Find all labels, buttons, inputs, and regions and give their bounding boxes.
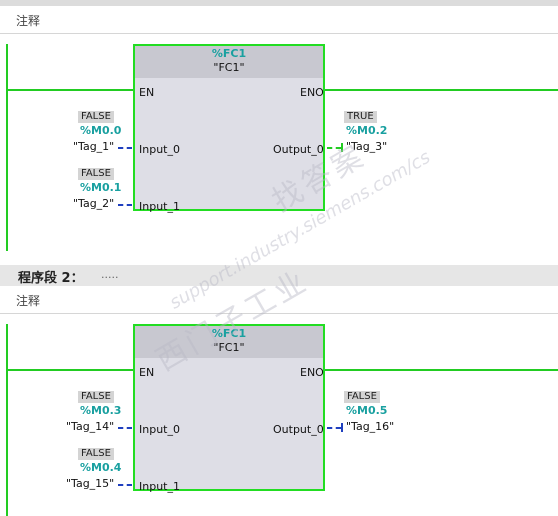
previous-section-header <box>0 0 558 6</box>
block-number: %FC1 <box>211 47 247 60</box>
pin-eno: ENO <box>300 366 324 379</box>
input-0-address: %M0.3 <box>80 404 122 417</box>
input-1-tag[interactable]: "Tag_2" <box>73 197 115 210</box>
output-0-tag[interactable]: "Tag_3" <box>346 140 388 153</box>
output-0-tag[interactable]: "Tag_16" <box>346 420 395 433</box>
output-0-wire <box>327 427 341 429</box>
network-2-header[interactable]: 程序段 2： ..... <box>0 265 558 286</box>
pin-eno: ENO <box>300 86 324 99</box>
power-rail <box>6 324 8 516</box>
input-0-status: FALSE <box>78 391 114 403</box>
fc1-block[interactable]: %FC1 "FC1" EN ENO Input_0 Output_0 Input… <box>133 44 325 213</box>
eno-wire <box>325 369 558 371</box>
pin-en: EN <box>139 86 155 99</box>
block-number: %FC1 <box>211 327 247 340</box>
block-header: %FC1 "FC1" <box>135 326 323 358</box>
pin-input-0: Input_0 <box>139 143 180 156</box>
block-header: %FC1 "FC1" <box>135 46 323 78</box>
pin-output-0: Output_0 <box>273 143 324 156</box>
block-name: "FC1" <box>213 61 245 74</box>
input-1-wire <box>118 484 132 486</box>
output-0-terminal <box>341 143 343 152</box>
input-0-tag[interactable]: "Tag_1" <box>73 140 115 153</box>
pin-input-0: Input_0 <box>139 423 180 436</box>
fc1-block[interactable]: %FC1 "FC1" EN ENO Input_0 Output_0 Input… <box>133 324 325 493</box>
power-rail <box>6 44 8 251</box>
input-1-address: %M0.4 <box>80 461 122 474</box>
input-1-status: FALSE <box>78 168 114 180</box>
input-0-address: %M0.0 <box>80 124 122 137</box>
input-0-status: FALSE <box>78 111 114 123</box>
network-1-comment[interactable]: 注释 <box>16 14 41 28</box>
input-1-wire <box>118 204 132 206</box>
output-0-status: FALSE <box>344 391 380 403</box>
output-0-address: %M0.5 <box>346 404 388 417</box>
output-0-address: %M0.2 <box>346 124 388 137</box>
pin-en: EN <box>139 366 155 379</box>
output-0-status: TRUE <box>344 111 377 123</box>
pin-input-1: Input_1 <box>139 480 180 493</box>
network-2-comment[interactable]: 注释 <box>16 294 41 308</box>
pin-output-0: Output_0 <box>273 423 324 436</box>
output-0-wire <box>327 147 341 149</box>
input-0-wire <box>118 147 132 149</box>
input-1-tag[interactable]: "Tag_15" <box>66 477 115 490</box>
input-1-address: %M0.1 <box>80 181 122 194</box>
input-0-tag[interactable]: "Tag_14" <box>66 420 115 433</box>
eno-wire <box>325 89 558 91</box>
output-0-terminal <box>341 423 343 432</box>
en-wire <box>8 369 134 371</box>
network-2-title-placeholder: ..... <box>101 268 119 281</box>
pin-input-1: Input_1 <box>139 200 180 213</box>
en-wire <box>8 89 134 91</box>
comment-divider <box>0 313 558 314</box>
comment-divider <box>0 33 558 34</box>
input-0-wire <box>118 427 132 429</box>
input-1-status: FALSE <box>78 448 114 460</box>
block-name: "FC1" <box>213 341 245 354</box>
network-2-title: 程序段 2： <box>18 271 84 286</box>
